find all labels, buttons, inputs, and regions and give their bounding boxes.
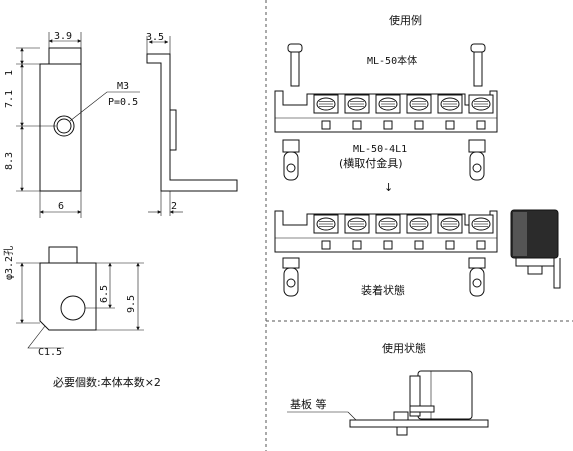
terminal-cell [437, 214, 463, 250]
fitting-left-body [283, 151, 299, 181]
fitting-right-body [469, 151, 485, 181]
terminal-cell [375, 94, 401, 130]
bottom-view [16, 246, 144, 349]
mounted-side-view [510, 209, 561, 289]
terminal-cell [344, 214, 370, 250]
screw-pitch-label: P=0.5 [108, 97, 138, 108]
mounted-fitting-right-body [469, 267, 485, 297]
chamfer-label: C1.5 [38, 347, 62, 358]
fitting-right-hole [472, 163, 482, 173]
usage-state-assembly [287, 370, 489, 436]
terminal-cell [406, 94, 432, 130]
side-width-bottom-label: 2 [171, 201, 177, 212]
screw-left [287, 43, 303, 87]
fitting-model-label: ML-50-4L1 [353, 144, 407, 155]
screw-size-label: M3 [117, 81, 129, 92]
terminal-cell [344, 94, 370, 130]
fitting-left-hole [286, 163, 296, 173]
side-view [146, 36, 238, 216]
front-height-top-label: 1 [4, 70, 15, 76]
front-height-low-label: 8.3 [4, 152, 15, 170]
mounted-fitting-right-top [468, 257, 486, 269]
terminal-cell [375, 214, 401, 250]
terminal-cell [468, 214, 494, 250]
bottom-outer-dim-label: 9.5 [126, 295, 137, 313]
mounted-state-label: 装着状態 [361, 283, 405, 297]
mounted-fitting-left-hole [286, 278, 296, 288]
terminal-block-mounted [274, 210, 498, 253]
terminal-cell [406, 214, 432, 250]
terminal-block-top [274, 90, 498, 133]
fitting-right-top [468, 139, 486, 153]
terminal-cell [437, 94, 463, 130]
screw-right [470, 43, 486, 87]
terminal-cell [313, 94, 339, 130]
board-label: 基板 等 [290, 397, 327, 411]
fitting-desc-label: (横取付金具) [339, 156, 403, 170]
fitting-left-top [282, 139, 300, 153]
usage-state-title: 使用状態 [382, 341, 426, 355]
front-view [16, 32, 140, 218]
bottom-inner-dim-label: 6.5 [99, 285, 110, 303]
mounted-fitting-left-top [282, 257, 300, 269]
side-width-top-label: 3.5 [146, 32, 164, 43]
front-height-mid-label: 7.1 [4, 90, 15, 108]
front-width-top-label: 3.9 [54, 31, 72, 42]
terminal-cell [313, 214, 339, 250]
main-body-label: ML-50本体 [367, 54, 417, 67]
down-arrow: ↓ [384, 181, 393, 194]
terminal-cell [468, 94, 494, 130]
usage-example-title: 使用例 [389, 13, 422, 27]
quantity-note: 必要個数:本体本数×2 [53, 375, 161, 389]
mounted-fitting-left-body [283, 267, 299, 297]
hole-diameter-label: φ3.2孔 [3, 246, 15, 280]
front-width-bottom-label: 6 [58, 201, 64, 212]
mounted-fitting-right-hole [472, 278, 482, 288]
